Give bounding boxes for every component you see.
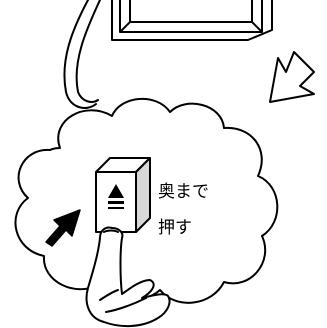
eject-button [95, 157, 151, 233]
callout-leader-line [63, 0, 101, 109]
down-left-arrow-icon [269, 51, 315, 103]
eject-triangle-icon [108, 184, 124, 209]
device-box-icon [111, 0, 273, 41]
push-direction-arrow-icon [45, 209, 81, 247]
instruction-line-1: 奥まで [158, 182, 209, 202]
instruction-line-2: 押す [158, 218, 192, 238]
pointing-finger-icon [85, 226, 171, 328]
